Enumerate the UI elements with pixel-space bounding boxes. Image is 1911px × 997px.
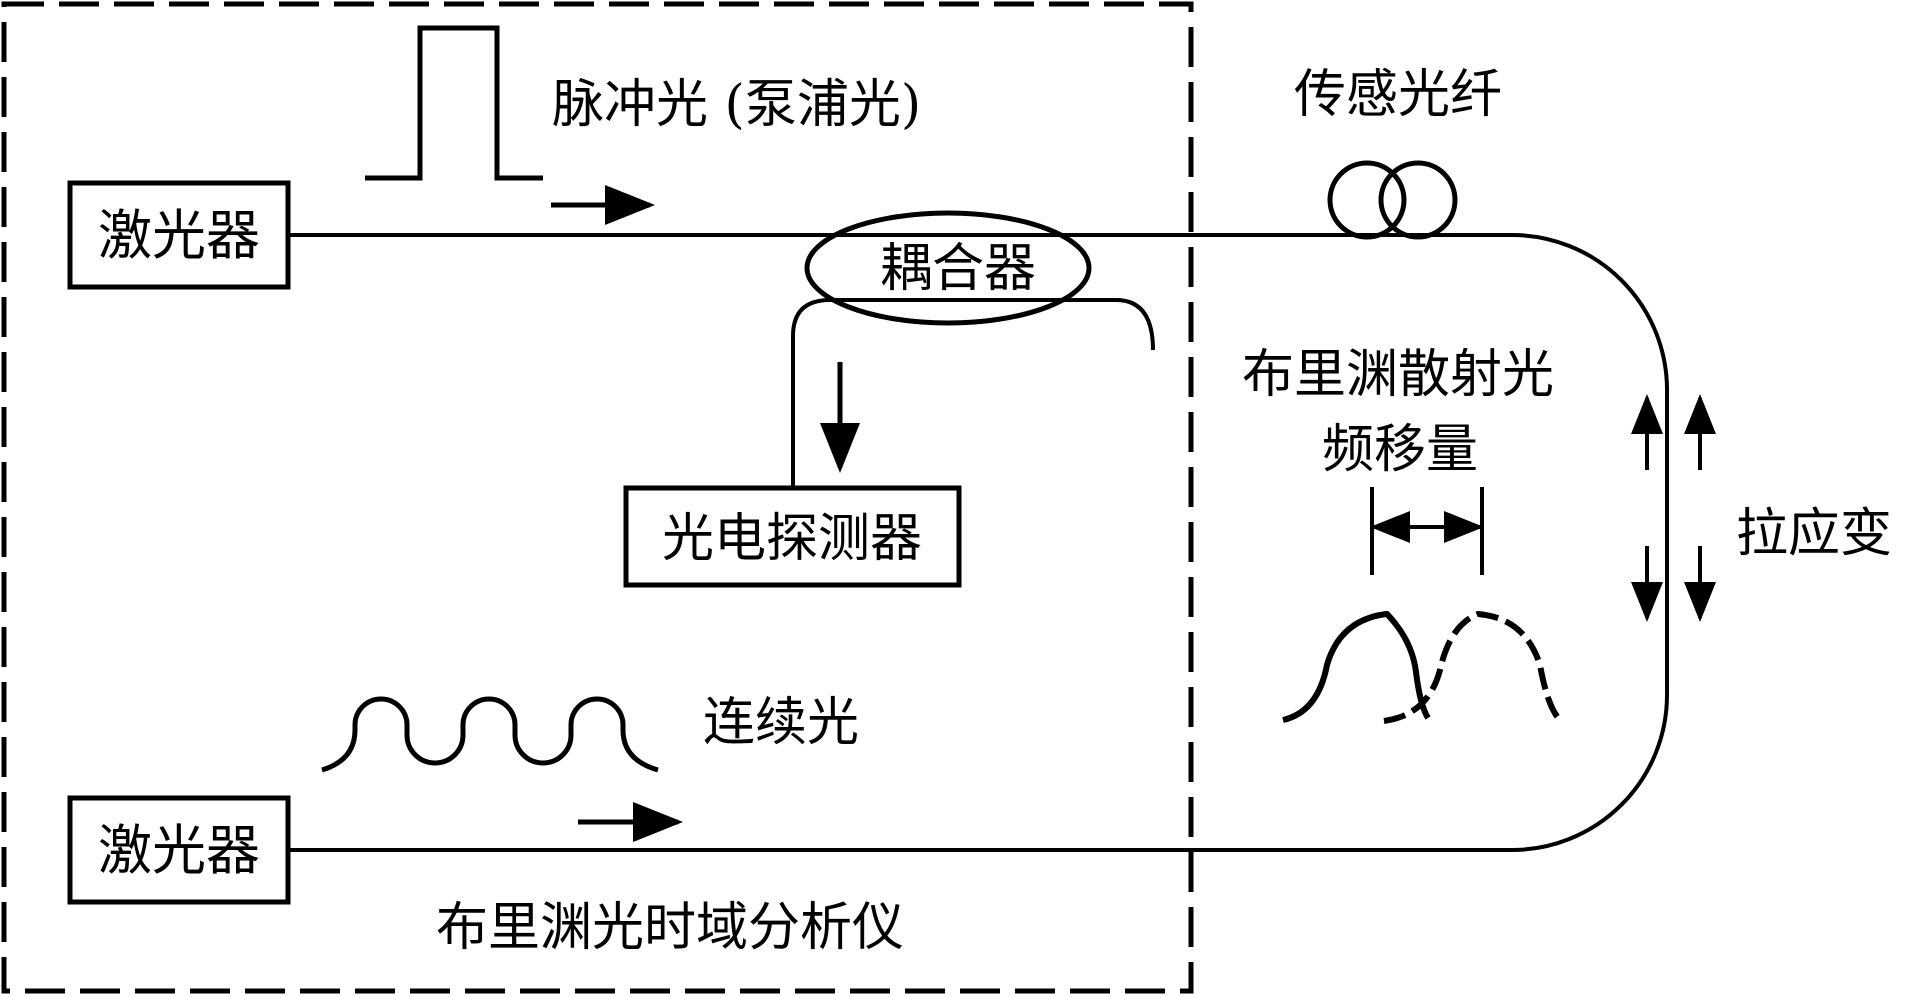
laser-top-label: 激光器: [98, 204, 260, 267]
analyzer-enclosure: [1, 1, 1194, 994]
coupler-ellipse: [804, 210, 1092, 326]
laser-bottom-label: 激光器: [98, 819, 260, 882]
tensile-strain-label: 拉应变: [1736, 504, 1892, 564]
spectrum-original: [1282, 611, 1431, 723]
photodetector-box: [623, 485, 962, 588]
frequency-shift-label: 频移量: [1322, 420, 1478, 480]
analyzer-label: 布里渊光时域分析仪: [436, 898, 904, 958]
continuous-light-label: 连续光: [703, 693, 859, 753]
fiber-top: [288, 233, 1669, 852]
sensing-fiber-label: 传感光纤: [1294, 65, 1502, 125]
continuous-waveform: [321, 696, 659, 773]
photodetector-label: 光电探测器: [662, 509, 922, 569]
pulse-waveform: [365, 25, 543, 181]
fiber-coil-right: [1378, 160, 1458, 240]
brillouin-scatter-label: 布里渊散射光: [1242, 345, 1554, 405]
coupler-label: 耦合器: [880, 239, 1036, 299]
fiber-coil-left: [1327, 160, 1407, 240]
spectrum-shifted: [1383, 610, 1565, 725]
coupler-branch: [791, 298, 1155, 486]
pulse-light-label: 脉冲光 (泵浦光): [552, 75, 921, 135]
